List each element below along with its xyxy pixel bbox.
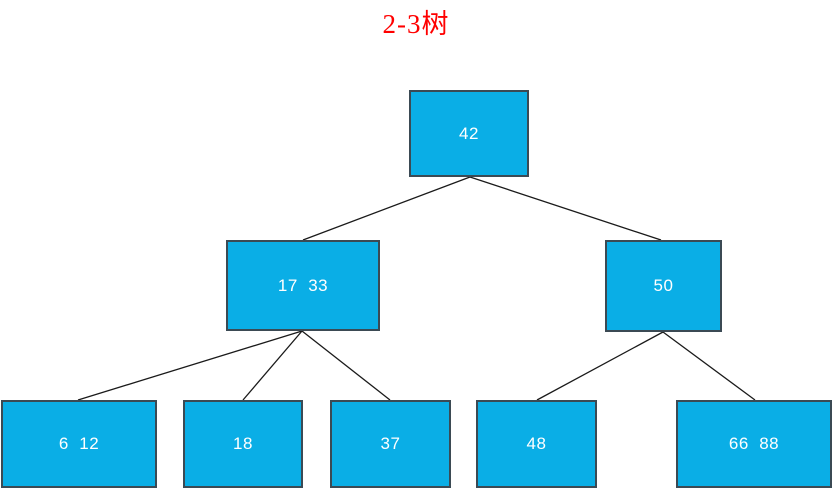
tree-node-leaf-37[interactable]: 37 — [330, 400, 451, 488]
tree-node-root[interactable]: 42 — [409, 90, 529, 177]
tree-node-label-leaf-6-12: 6 12 — [58, 434, 100, 453]
tree-node-leaf-48[interactable]: 48 — [476, 400, 597, 488]
tree-node-label-root: 42 — [459, 123, 479, 143]
tree-edge-n-17-33-to-leaf-6-12 — [77, 330, 303, 401]
tree-edge-n-50-to-leaf-48 — [536, 331, 664, 401]
diagram-title: 2-3树 — [382, 9, 450, 39]
tree-node-label-leaf-37: 37 — [380, 434, 401, 453]
tree-edge-n-50-to-leaf-66-88 — [662, 331, 756, 401]
tree-edge-n-17-33-to-leaf-37 — [301, 330, 391, 401]
tree-node-label-n-50: 50 — [653, 276, 674, 295]
tree-node-label-leaf-48: 48 — [526, 434, 547, 453]
tree-node-n-17-33[interactable]: 17 33 — [226, 240, 380, 331]
tree-edge-root-to-n-50 — [469, 176, 662, 241]
tree-node-label-leaf-66-88: 66 88 — [728, 434, 780, 453]
tree-node-leaf-66-88[interactable]: 66 88 — [676, 400, 832, 488]
tree-edge-n-17-33-to-leaf-18 — [242, 330, 303, 401]
tree-node-label-leaf-18: 18 — [233, 434, 253, 453]
tree-node-n-50[interactable]: 50 — [605, 240, 722, 332]
tree-edge-root-to-n-17-33 — [302, 176, 471, 241]
tree-node-leaf-6-12[interactable]: 6 12 — [1, 400, 157, 488]
tree-node-label-n-17-33: 17 33 — [277, 275, 329, 295]
tree-node-leaf-18[interactable]: 18 — [183, 400, 303, 488]
